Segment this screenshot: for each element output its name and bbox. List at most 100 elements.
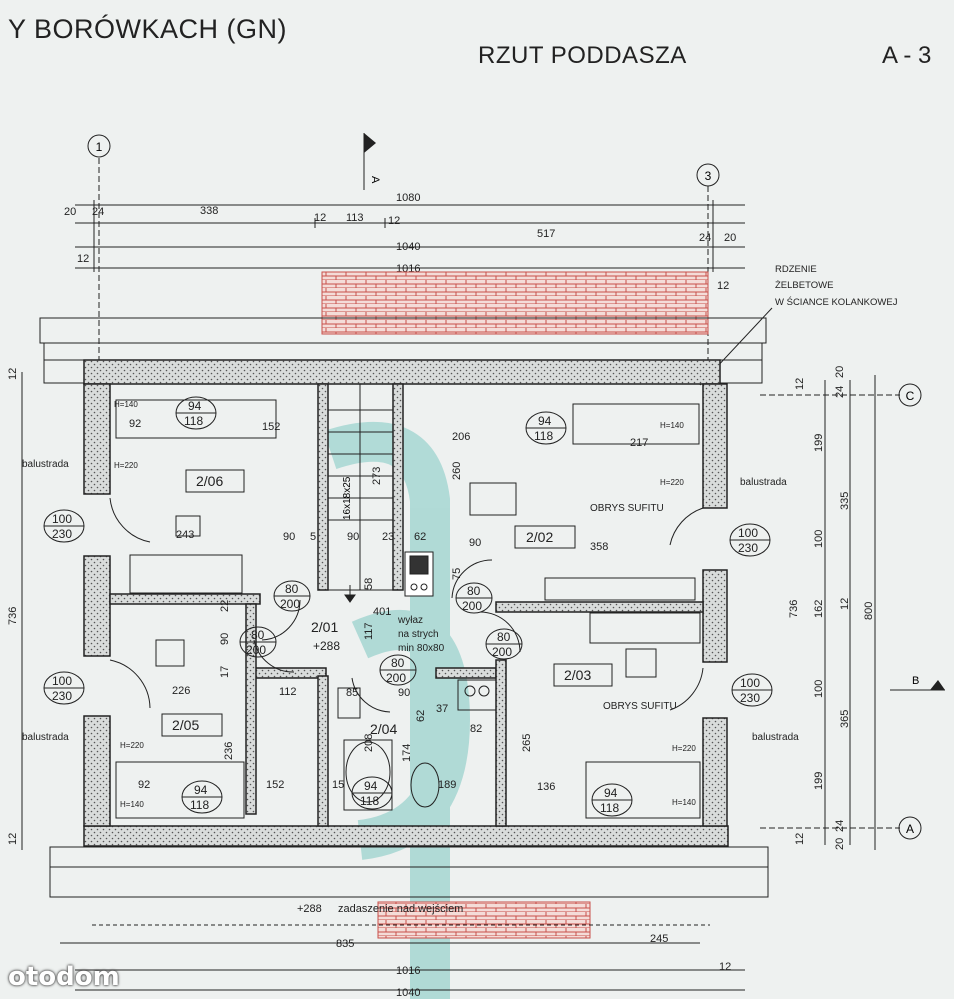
dim-12-b: 12 [388, 215, 400, 227]
win-tag-bottom-1: 118 [184, 414, 203, 428]
door-tag-c4-h: 200 [492, 645, 512, 659]
win-tag-bottom-4: 118 [600, 801, 619, 815]
floor-level: +288 [313, 639, 340, 653]
section-b-label: B [912, 675, 919, 687]
bdim-245: 245 [650, 933, 668, 945]
rdim-24: 24 [834, 386, 846, 398]
idim-90-c: 90 [469, 537, 481, 549]
dim-20-right: 20 [724, 232, 736, 244]
bottom-level: +288 [297, 903, 322, 915]
door-tag-c1-w: 80 [285, 582, 299, 596]
rdim-100-top: 100 [813, 530, 825, 548]
bdim-12: 12 [719, 961, 731, 973]
room-2-03: 2/03 [564, 667, 591, 683]
idim-358: 358 [590, 541, 608, 553]
idim-117: 117 [363, 622, 375, 640]
bottom-dimensions [60, 924, 745, 991]
axis-3-label: 3 [705, 169, 712, 183]
axis-1-marker: 1 [87, 134, 111, 158]
idim-189: 189 [438, 779, 456, 791]
door-tags: 100 230 100 230 100 230 100 230 80 200 8… [43, 509, 773, 707]
win-tag-top-3: 94 [194, 783, 208, 797]
idim-152-bottom: 152 [266, 779, 284, 791]
project-title: Y BORÓWKACH (GN) [8, 14, 288, 44]
idim-92-bottom: 92 [138, 779, 150, 791]
plan-annotations: balustrada balustrada balustrada balustr… [22, 400, 799, 809]
hatch-line-3: min 80x80 [398, 643, 445, 654]
dim-1040: 1040 [396, 241, 420, 253]
idim-243: 243 [176, 529, 194, 541]
balustrada-left-top: balustrada [22, 459, 69, 470]
right-dimension-labels: 12 20 24 199 335 100 162 12 800 736 100 … [788, 366, 875, 850]
win-tag-top-5: 94 [364, 779, 378, 793]
axis-c-marker: C [898, 383, 922, 407]
left-dimension-labels: 736 12 12 [7, 368, 19, 845]
door-tag-right-1-w: 100 [738, 526, 758, 540]
room-2-04: 2/04 [370, 721, 397, 737]
h140-bottomleft: H=140 [120, 800, 144, 809]
balustrada-left-bottom: balustrada [22, 732, 69, 743]
room-2-01: 2/01 [311, 619, 338, 635]
idim-85: 85 [346, 687, 358, 699]
rdzenie-line-1: RDZENIE [775, 264, 817, 275]
bdim-1040: 1040 [396, 987, 420, 999]
chimney [404, 551, 434, 597]
idim-265: 265 [521, 734, 533, 752]
idim-17: 17 [219, 666, 231, 678]
idim-174: 174 [401, 744, 413, 762]
door-swings [109, 497, 704, 713]
rdzenie-line-3: W ŚCIANCE KOLANKOWEJ [775, 296, 898, 308]
rdim-736: 736 [788, 600, 800, 618]
h220-bottomleft: H=220 [120, 741, 144, 750]
stairs-spec: 16x18x25 [342, 476, 353, 520]
hatch-line-1: wyłaz [397, 615, 423, 626]
win-tag-bottom-5: 118 [360, 794, 379, 808]
otodom-logo: otodom [8, 962, 120, 992]
obrys-sufitu-top: OBRYS SUFITU [590, 503, 664, 514]
idim-23: 23 [382, 531, 394, 543]
idim-217: 217 [630, 437, 648, 449]
h140-bottomright: H=140 [672, 798, 696, 807]
win-tag-top-4: 94 [604, 786, 618, 800]
rdim-20: 20 [834, 366, 846, 378]
door-tag-c2-w: 80 [467, 584, 481, 598]
axis-a-label: A [906, 822, 914, 836]
furniture [129, 482, 701, 811]
h140-topleft: H=140 [114, 400, 138, 409]
section-b-marker: B [890, 675, 945, 691]
idim-112: 112 [279, 686, 297, 698]
interior-dimension-labels: 152 92 206 217 243 90 5 90 23 62 90 358 … [129, 418, 648, 793]
bdim-835: 835 [336, 938, 354, 950]
dim-113: 113 [346, 212, 364, 224]
h220-bottomright: H=220 [672, 744, 696, 753]
dim-12-a: 12 [314, 212, 326, 224]
door-tag-right-2-h: 230 [740, 691, 760, 705]
idim-75: 75 [451, 568, 463, 580]
balustrada-right-bottom: balustrada [752, 732, 799, 743]
door-tag-c1-h: 200 [280, 597, 300, 611]
sheet-number: A - 3 [882, 42, 932, 69]
door-tag-left-2-h: 230 [52, 689, 72, 703]
win-tag-top-1: 94 [188, 399, 202, 413]
ldim-12-top: 12 [7, 368, 19, 380]
dim-517: 517 [537, 228, 555, 240]
idim-90-e: 90 [398, 687, 410, 699]
h220-topleft: H=220 [114, 461, 138, 470]
idim-62-b: 62 [415, 710, 427, 722]
axis-c-label: C [906, 389, 915, 403]
door-tag-right-1-h: 230 [738, 541, 758, 555]
dim-20-left: 20 [64, 206, 76, 218]
axis-a-marker: A [898, 816, 922, 840]
idim-90-d: 90 [219, 633, 231, 645]
door-tag-c2-h: 200 [462, 599, 482, 613]
rdim-199-top: 199 [813, 434, 825, 452]
door-tag-c4-w: 80 [497, 630, 511, 644]
win-tag-bottom-3: 118 [190, 798, 209, 812]
door-tag-right-2-w: 100 [740, 676, 760, 690]
rdim-100-bottom: 100 [813, 680, 825, 698]
axis-1-label: 1 [96, 140, 103, 154]
idim-92-top: 92 [129, 418, 141, 430]
section-a-label: A [369, 176, 381, 184]
rdim-12-bottom: 12 [794, 833, 806, 845]
